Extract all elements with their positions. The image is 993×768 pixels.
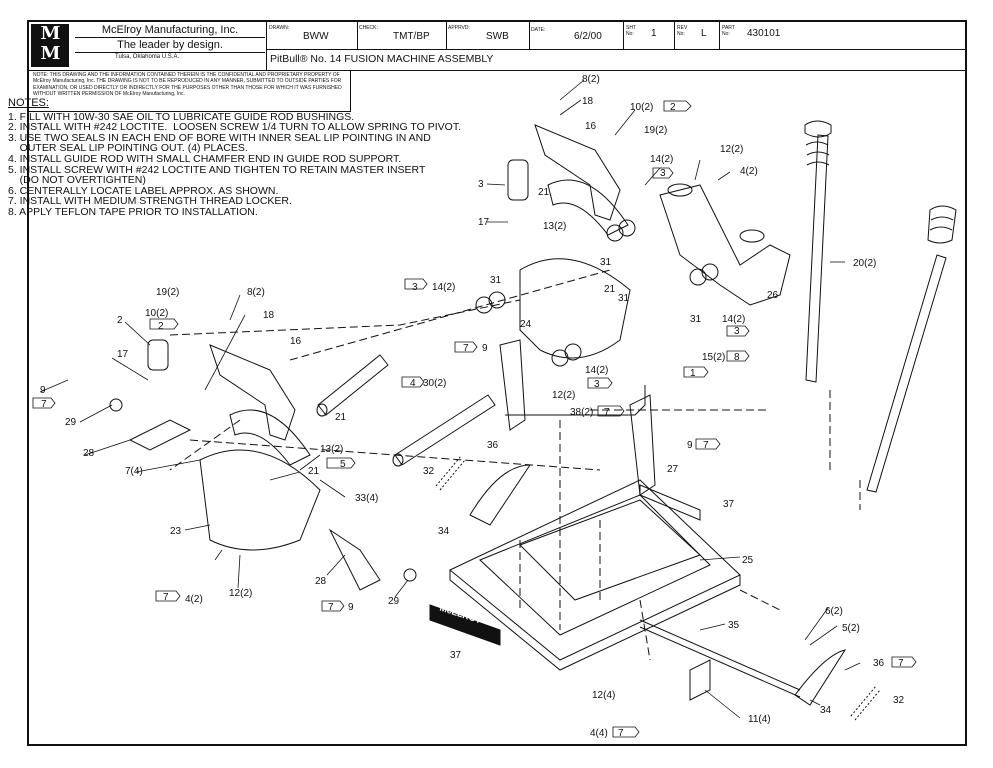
note-item: (DO NOT OVERTIGHTEN)	[8, 174, 146, 187]
drawing-title: PitBull® No. 14 FUSION MACHINE ASSEMBLY	[270, 53, 494, 65]
company-name: McElroy Manufacturing, Inc.	[75, 24, 265, 38]
apprvd-value: SWB	[486, 31, 509, 42]
part-value: 430101	[747, 28, 781, 39]
company-location: Tulsa, Oklahoma U.S.A.	[115, 54, 180, 60]
note-item: 1. FILL WITH 10W-30 SAE OIL TO LUBRICATE…	[8, 110, 355, 123]
drawn-label: DRAWN:	[269, 25, 290, 31]
sht-value: 1	[651, 28, 657, 39]
check-value: TMT/BP	[393, 31, 430, 42]
note-item: 4. INSTALL GUIDE ROD WITH SMALL CHAMFER …	[8, 152, 402, 165]
date-label: DATE:	[531, 27, 546, 33]
note-item: 7. INSTALL WITH MEDIUM STRENGTH THREAD L…	[8, 195, 292, 208]
drawn-value: BWW	[303, 31, 329, 42]
sht-label: SHT No:	[626, 25, 636, 37]
rev-label: REV No:	[677, 25, 688, 37]
note-item: 2. INSTALL WITH #242 LOCTITE. LOOSEN SCR…	[8, 121, 461, 134]
note-item: OUTER SEAL LIP POINTING OUT. (4) PLACES.	[8, 142, 248, 155]
note-item: 3. USE TWO SEALS IN EACH END OF BORE WIT…	[8, 131, 431, 144]
notes-heading: NOTES:	[8, 97, 49, 109]
note-item: 8. APPLY TEFLON TAPE PRIOR TO INSTALLATI…	[8, 205, 258, 218]
company-block: McElroy Manufacturing, Inc. The leader b…	[75, 24, 265, 60]
notes-block: NOTES: 1. FILL WITH 10W-30 SAE OIL TO LU…	[8, 98, 461, 218]
note-item: 5. INSTALL SCREW WITH #242 LOCTITE AND T…	[8, 163, 426, 176]
part-label: PART No:	[722, 25, 735, 37]
date-value: 6/2/00	[574, 31, 602, 42]
note-item: 6. CENTERALLY LOCATE LABEL APPROX. AS SH…	[8, 184, 279, 197]
confidential-note: NOTE: THIS DRAWING AND THE INFORMATION C…	[29, 70, 351, 112]
apprvd-label: APPRVD:	[448, 25, 470, 31]
rev-value: L	[701, 28, 707, 39]
check-label: CHECK:	[359, 25, 378, 31]
company-tagline: The leader by design.	[75, 38, 265, 53]
